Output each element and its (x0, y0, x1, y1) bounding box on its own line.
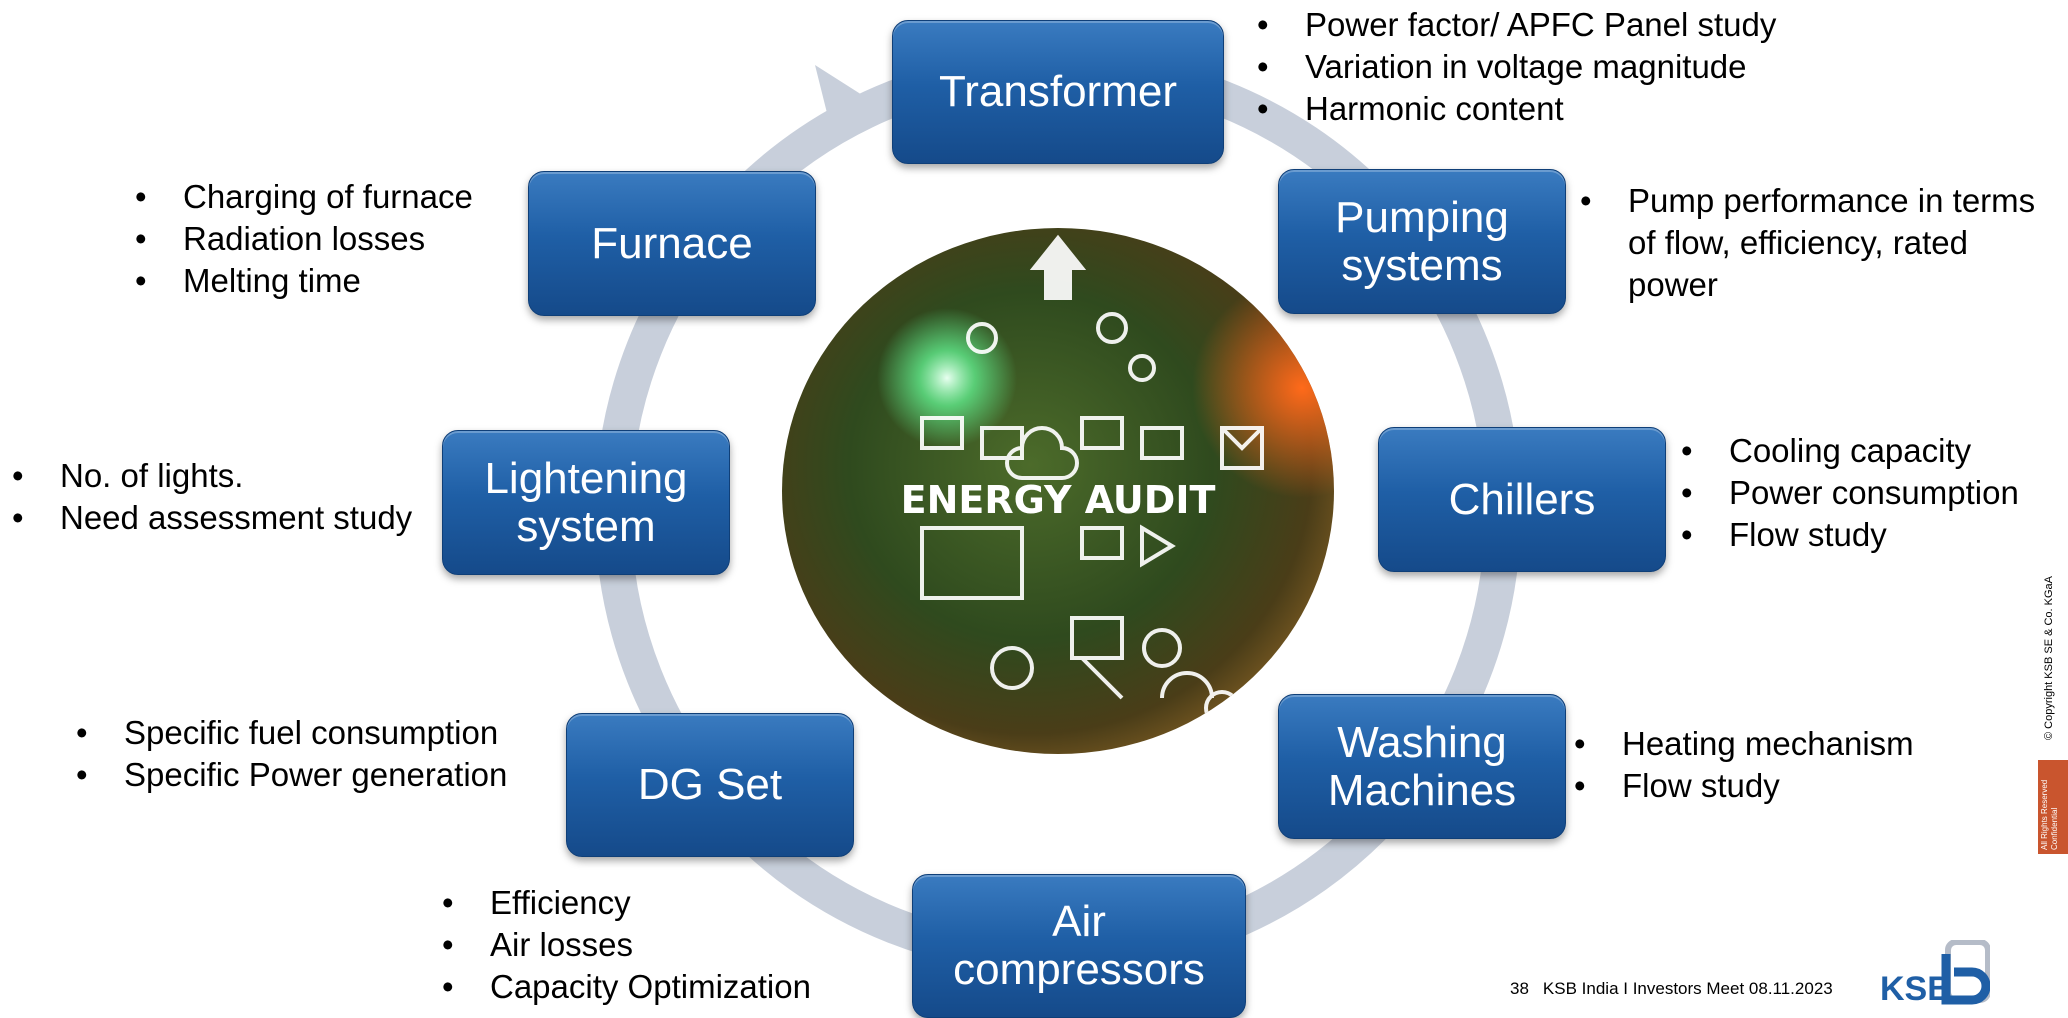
bullet-item: Specific Power generation (76, 754, 507, 796)
node-chillers: Chillers (1378, 427, 1666, 572)
bullet-item: Power consumption (1681, 472, 2019, 514)
chillers-bullets: Cooling capacity Power consumption Flow … (1681, 430, 2019, 556)
node-air-label-line2: compressors (953, 945, 1205, 994)
stamp-line2: Confidential (2050, 807, 2059, 850)
node-air-label-line1: Air (1052, 897, 1106, 946)
node-lightening-system: Lightening system (442, 430, 730, 575)
node-pumping-label-line1: Pumping (1335, 192, 1509, 242)
node-transformer-label: Transformer (939, 67, 1177, 116)
bullet-item: Radiation losses (135, 218, 473, 260)
bullet-item: Heating mechanism (1574, 723, 1914, 765)
node-furnace-label: Furnace (591, 218, 753, 268)
node-transformer: Transformer (892, 20, 1224, 164)
copyright-notice: © Copyright KSB SE & Co. KGaA (2043, 575, 2055, 740)
bullet-item: Melting time (135, 260, 473, 302)
node-air-compressors: Air compressors (912, 874, 1246, 1018)
dg-set-bullets: Specific fuel consumption Specific Power… (76, 712, 507, 796)
bullet-item: Need assessment study (12, 497, 412, 539)
bullet-item: Air losses (442, 924, 811, 966)
air-compressors-bullets: Efficiency Air losses Capacity Optimizat… (442, 882, 811, 1008)
ksb-logo: KSB (1880, 940, 1990, 1006)
bullet-item: Efficiency (442, 882, 811, 924)
washing-bullets: Heating mechanism Flow study (1574, 723, 1914, 807)
node-washing-label-line1: Washing (1337, 717, 1507, 767)
bullet-item: Flow study (1574, 765, 1914, 807)
bullet-item: Capacity Optimization (442, 966, 811, 1008)
cycle-arrowhead (815, 65, 870, 145)
furnace-bullets: Charging of furnace Radiation losses Mel… (135, 176, 473, 302)
ksb-logo-text: KSB (1880, 970, 1952, 1006)
footer-text: KSB India I Investors Meet 08.11.2023 (1542, 979, 1833, 998)
node-washing-machines: Washing Machines (1278, 694, 1566, 839)
node-pumping-label-line2: systems (1341, 240, 1503, 290)
node-washing-label-line2: Machines (1327, 765, 1517, 815)
bullet-item: Pump performance in terms (1580, 180, 2035, 222)
bullet-item: No. of lights. (12, 455, 412, 497)
energy-audit-image: ENERGY AUDIT (782, 228, 1334, 754)
slide-footer: 38 KSB India I Investors Meet 08.11.2023 (1510, 979, 1847, 999)
node-dg-set-label: DG Set (637, 760, 783, 809)
bullet-item: Specific fuel consumption (76, 712, 507, 754)
node-dg-set: DG Set (566, 713, 854, 857)
bullet-item-continued: of flow, efficiency, rated (1628, 224, 1968, 261)
lightening-bullets: No. of lights. Need assessment study (12, 455, 412, 539)
transformer-bullets: Power factor/ APFC Panel study Variation… (1257, 4, 1776, 130)
bullet-item: Variation in voltage magnitude (1257, 46, 1776, 88)
page-number: 38 (1510, 979, 1529, 998)
energy-audit-label: ENERGY AUDIT (901, 478, 1216, 522)
confidential-stamp: All Rights Reserved Confidential (2038, 760, 2068, 854)
bullet-item: Harmonic content (1257, 88, 1776, 130)
node-lightening-label-line2: system (516, 501, 656, 551)
node-furnace: Furnace (528, 171, 816, 316)
bullet-item: Cooling capacity (1681, 430, 2019, 472)
node-chillers-label: Chillers (1448, 474, 1596, 524)
bullet-item: Charging of furnace (135, 176, 473, 218)
bullet-item-continued: power (1628, 266, 1718, 303)
stamp-line1: All Rights Reserved (2040, 779, 2049, 850)
node-lightening-label-line1: Lightening (484, 453, 688, 503)
node-pumping-systems: Pumping systems (1278, 169, 1566, 314)
bullet-item: Power factor/ APFC Panel study (1257, 4, 1776, 46)
bullet-item: Flow study (1681, 514, 2019, 556)
pumping-bullets: Pump performance in terms of flow, effic… (1580, 180, 2035, 306)
